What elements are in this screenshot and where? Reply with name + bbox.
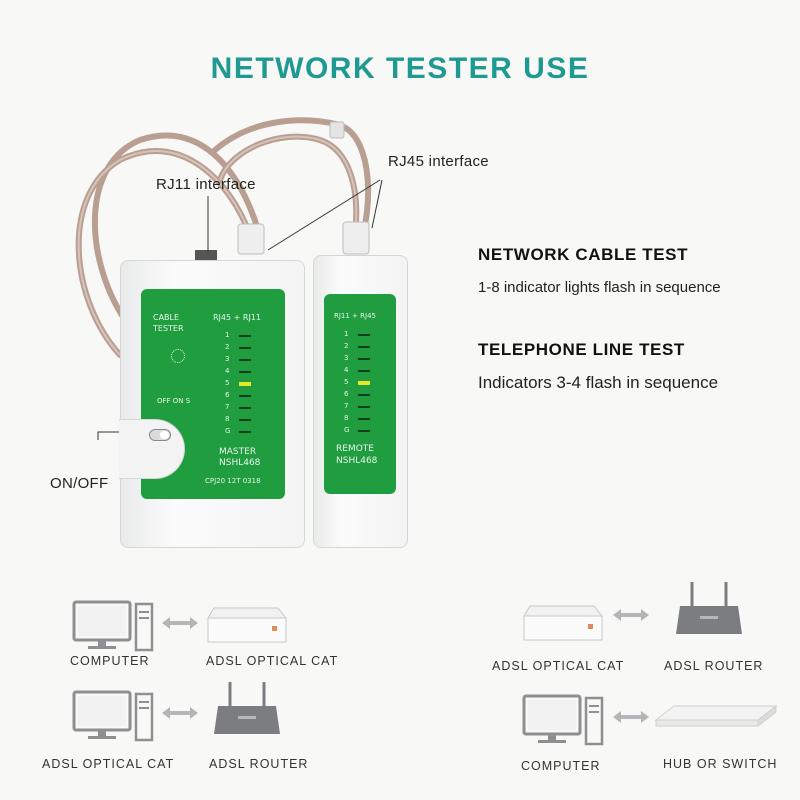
led-label: 8 [225, 415, 230, 423]
router-icon [674, 580, 744, 636]
led-indicator-lit [239, 382, 251, 386]
led-indicator [239, 371, 251, 373]
rj11-callout: RJ11 interface [156, 176, 256, 193]
bidirectional-arrow-icon [162, 617, 198, 629]
modem-icon [207, 607, 287, 643]
led-label: 6 [225, 391, 230, 399]
led-indicator [239, 347, 251, 349]
power-led-icon [171, 349, 185, 363]
cable-test-text: 1-8 indicator lights flash in sequence [478, 279, 721, 296]
remote-name: REMOTE [336, 444, 374, 454]
led-indicator [358, 406, 370, 408]
computer-icon [72, 600, 154, 652]
led-label: 5 [344, 378, 349, 386]
led-label: 5 [225, 379, 230, 387]
remote-model: NSHL468 [336, 456, 378, 466]
diagram-caption: COMPUTER [521, 759, 601, 773]
master-switch-label: OFF ON S [157, 397, 191, 405]
led-label: 4 [344, 366, 349, 374]
page-title: NETWORK TESTER USE [210, 52, 590, 85]
led-label: G [225, 427, 231, 435]
led-label: 3 [344, 354, 349, 362]
led-label: 8 [344, 414, 349, 422]
master-footer: CPJ20 12T 0318 [205, 477, 261, 485]
master-led-column: 1 2 3 4 5 6 7 8 G [225, 331, 265, 441]
diagram-caption: HUB OR SWITCH [663, 757, 778, 771]
master-label-line1: CABLE [153, 313, 180, 322]
led-indicator [239, 335, 251, 337]
led-indicator [239, 359, 251, 361]
led-label: 2 [225, 343, 230, 351]
computer-icon [522, 694, 604, 746]
led-indicator-lit [358, 381, 370, 385]
master-model: NSHL468 [219, 458, 261, 468]
rj45-callout: RJ45 interface [388, 153, 489, 170]
remote-led-column: 1 2 3 4 5 6 7 8 G [344, 330, 384, 440]
remote-port-label: RJ11 + RJ45 [334, 312, 376, 320]
bidirectional-arrow-icon [162, 707, 198, 719]
led-label: G [344, 426, 350, 434]
switch-icon [655, 705, 777, 727]
led-label: 4 [225, 367, 230, 375]
remote-unit: RJ11 + RJ45 1 2 3 4 5 6 7 8 G REMOTE NSH… [313, 255, 408, 548]
led-indicator [239, 395, 251, 397]
led-indicator [239, 419, 251, 421]
led-indicator [358, 334, 370, 336]
cable-test-heading: NETWORK CABLE TEST [478, 245, 689, 264]
bidirectional-arrow-icon [613, 609, 649, 621]
led-indicator [358, 370, 370, 372]
led-label: 2 [344, 342, 349, 350]
led-indicator [239, 407, 251, 409]
modem-icon [523, 605, 603, 641]
led-label: 1 [225, 331, 230, 339]
led-label: 7 [225, 403, 230, 411]
master-port-label: RJ45 + RJ11 [213, 313, 261, 322]
led-indicator [358, 394, 370, 396]
diagram-caption: COMPUTER [70, 654, 150, 668]
telephone-test-heading: TELEPHONE LINE TEST [478, 340, 685, 359]
led-indicator [358, 418, 370, 420]
cable-illustration [75, 117, 383, 440]
router-icon [212, 680, 282, 736]
on-off-callout: ON/OFF [50, 475, 109, 492]
diagram-caption: ADSL OPTICAL CAT [42, 757, 175, 771]
led-label: 3 [225, 355, 230, 363]
diagram-caption: ADSL ROUTER [209, 757, 309, 771]
remote-panel: RJ11 + RJ45 1 2 3 4 5 6 7 8 G REMOTE NSH… [324, 294, 396, 494]
master-unit: CABLE TESTER RJ45 + RJ11 OFF ON S 1 2 3 … [119, 260, 305, 548]
led-indicator [358, 430, 370, 432]
led-label: 7 [344, 402, 349, 410]
computer-icon [72, 690, 154, 742]
led-indicator [239, 431, 251, 433]
bidirectional-arrow-icon [613, 711, 649, 723]
telephone-test-text: Indicators 3-4 flash in sequence [478, 373, 719, 392]
master-label-line2: TESTER [153, 324, 184, 333]
diagram-caption: ADSL OPTICAL CAT [206, 654, 339, 668]
master-name: MASTER [219, 447, 257, 457]
diagram-caption: ADSL ROUTER [664, 659, 764, 673]
led-indicator [358, 346, 370, 348]
diagram-caption: ADSL OPTICAL CAT [492, 659, 625, 673]
on-off-switch[interactable] [149, 429, 171, 441]
led-indicator [358, 358, 370, 360]
led-label: 6 [344, 390, 349, 398]
switch-recess [119, 419, 185, 479]
led-label: 1 [344, 330, 349, 338]
